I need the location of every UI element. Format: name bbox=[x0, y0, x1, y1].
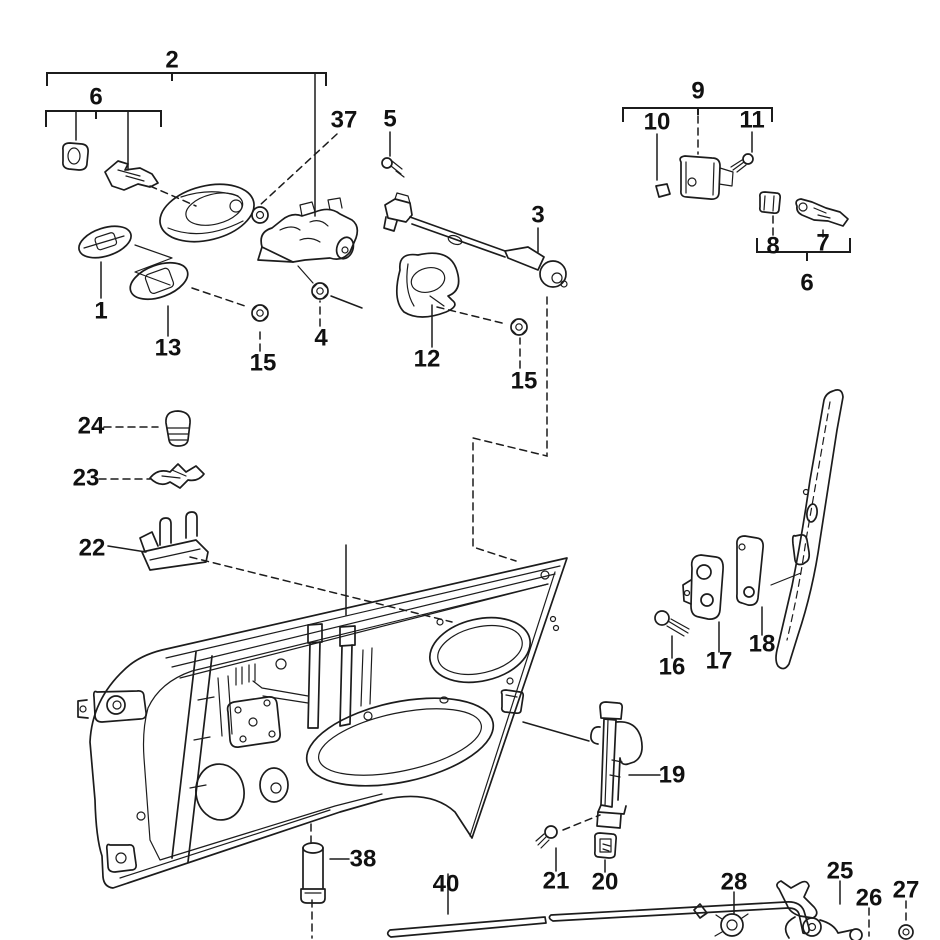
part-label-18: 18 bbox=[749, 631, 776, 658]
body-lock-pillar bbox=[775, 389, 844, 670]
part-18-shim bbox=[736, 535, 764, 606]
part-label-5: 5 bbox=[383, 106, 396, 133]
part-label-28: 28 bbox=[721, 869, 748, 896]
part-label-9: 9 bbox=[691, 78, 704, 105]
part-label-15: 15 bbox=[511, 368, 538, 395]
part-2-outer-handle bbox=[159, 183, 255, 243]
part-11-screw bbox=[730, 153, 754, 173]
part-27-ring bbox=[898, 924, 914, 940]
part-label-22: 22 bbox=[79, 535, 106, 562]
part-clip-6 bbox=[104, 160, 197, 207]
part-label-19: 19 bbox=[659, 762, 686, 789]
part-23-spring-clip bbox=[149, 463, 205, 489]
part-label-16: 16 bbox=[659, 654, 686, 681]
part-label-10: 10 bbox=[644, 109, 671, 136]
part-label-7: 7 bbox=[816, 230, 829, 257]
part-3-lock-cylinder-cable bbox=[383, 192, 568, 288]
part-label-3: 3 bbox=[531, 202, 544, 229]
part-17-striker-plate bbox=[682, 554, 724, 620]
part-22-bracket bbox=[139, 511, 209, 571]
part-label-6: 6 bbox=[800, 270, 813, 297]
part-label-13: 13 bbox=[155, 335, 182, 362]
part-24-plug bbox=[165, 410, 191, 447]
part-21-screw bbox=[535, 825, 558, 849]
group-bracket-6-left bbox=[45, 110, 162, 171]
part-label-12: 12 bbox=[414, 346, 441, 373]
part-label-27: 27 bbox=[893, 877, 920, 904]
part-label-1: 1 bbox=[94, 298, 107, 325]
part-16-screw bbox=[654, 610, 690, 637]
group-bracket-9 bbox=[622, 107, 773, 181]
part-20-clip bbox=[593, 832, 618, 859]
part-10-clip bbox=[655, 183, 671, 198]
part-9-lock-housing bbox=[679, 155, 734, 200]
part-label-38: 38 bbox=[350, 846, 377, 873]
part-40-connecting-rod bbox=[386, 901, 810, 938]
part-15-nut-right bbox=[510, 318, 528, 336]
part-37-seal-ring bbox=[251, 206, 269, 224]
part-13-gasket bbox=[129, 261, 189, 301]
part-15-nut-left bbox=[251, 304, 269, 322]
part-label-11: 11 bbox=[739, 107, 764, 134]
part-8-block bbox=[758, 191, 782, 215]
part-4-nut bbox=[311, 282, 329, 300]
part-25-bellcrank-lever bbox=[776, 880, 863, 940]
part-label-15: 15 bbox=[250, 350, 277, 377]
part-5-screw bbox=[381, 157, 405, 178]
part-rod-end-clip bbox=[693, 903, 708, 919]
part-grommet-6 bbox=[62, 142, 89, 171]
part-38-buffer-pin bbox=[300, 842, 326, 904]
part-12-handle-shell bbox=[395, 252, 460, 318]
part-handle-mechanism bbox=[257, 197, 359, 284]
part-label-26: 26 bbox=[856, 885, 883, 912]
door-inner-panel-drawing bbox=[77, 557, 568, 889]
part-label-23: 23 bbox=[73, 465, 100, 492]
leader-lines bbox=[98, 131, 907, 939]
part-label-6: 6 bbox=[89, 84, 102, 111]
part-label-25: 25 bbox=[827, 858, 854, 885]
zigzag-link-1-13 bbox=[134, 244, 173, 286]
part-label-21: 21 bbox=[543, 868, 570, 895]
part-1-handle-base bbox=[78, 225, 132, 259]
part-7-key-lever bbox=[795, 198, 849, 227]
part-label-17: 17 bbox=[706, 648, 733, 675]
part-label-4: 4 bbox=[314, 325, 328, 352]
part-19-door-latch bbox=[590, 701, 643, 829]
part-label-20: 20 bbox=[592, 869, 619, 896]
group-bracket-6-right bbox=[756, 215, 851, 261]
part-label-37: 37 bbox=[331, 107, 358, 134]
part-label-8: 8 bbox=[766, 233, 779, 260]
part-label-40: 40 bbox=[433, 871, 460, 898]
group-bracket-2 bbox=[46, 72, 327, 217]
part-28-grommet bbox=[714, 913, 749, 937]
part-label-24: 24 bbox=[78, 413, 105, 440]
part-label-2: 2 bbox=[165, 47, 178, 74]
